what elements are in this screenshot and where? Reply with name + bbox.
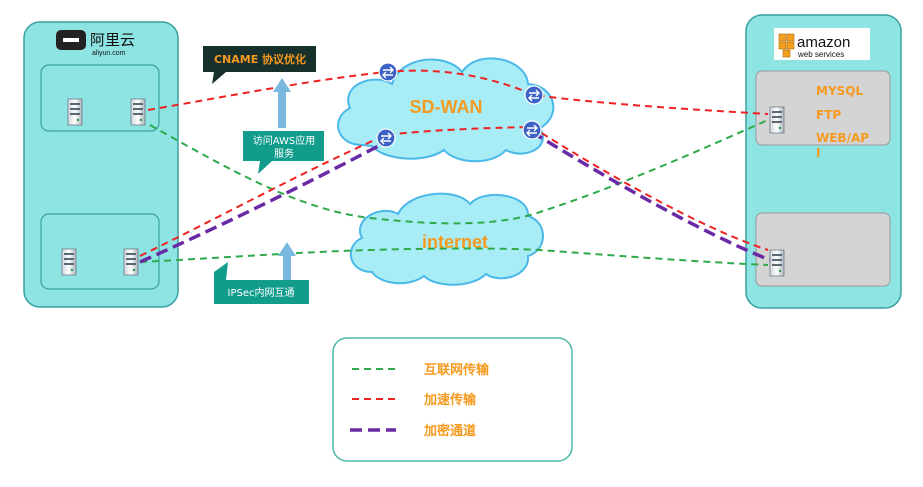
internet-transport-lines <box>139 119 769 266</box>
internet-cloud: internet <box>349 192 544 286</box>
callout-ipsec: IPSec内网互通 <box>214 262 309 304</box>
server-icon <box>769 106 785 134</box>
callout-ipsec-text: IPSec内网互通 <box>228 286 295 299</box>
aws-site: amazon web services MYSQL FTP WEB/AP I <box>745 14 902 309</box>
internet-label: internet <box>422 232 488 252</box>
aliyun-logo-text: 阿里云 <box>90 31 135 49</box>
server-icon <box>61 248 77 276</box>
router-icon <box>376 128 396 148</box>
callout-aws-access: 访问AWS应用 服务 <box>243 131 324 174</box>
service-ftp: FTP <box>816 108 841 122</box>
aliyun-logo-sub: aliyun.com <box>92 50 126 57</box>
callout-aws-line2: 服务 <box>274 147 294 160</box>
up-arrow-icon <box>278 242 296 283</box>
service-mysql: MYSQL <box>816 84 863 98</box>
aws-logo: amazon web services <box>774 28 870 60</box>
server-icon <box>67 98 83 126</box>
aws-logo-text: amazon <box>797 34 850 51</box>
aliyun-group-bottom <box>40 213 160 290</box>
server-icon <box>769 249 785 277</box>
aws-group-bottom <box>755 212 891 287</box>
purple-tunnel-right <box>531 130 771 262</box>
purple-tunnel-left <box>139 140 387 264</box>
router-icon <box>522 120 542 140</box>
aws-group-top <box>755 70 891 146</box>
service-web-api-cont: I <box>816 146 820 160</box>
up-arrow-icon <box>273 78 291 128</box>
encrypted-tunnel <box>139 130 771 264</box>
router-icon <box>524 85 544 105</box>
service-web-api: WEB/AP <box>816 131 869 145</box>
aws-logo-sub: web services <box>797 50 844 59</box>
red-line-bottom <box>139 125 769 257</box>
green-line-bottom <box>139 247 769 266</box>
legend-label-internet: 互联网传输 <box>424 362 490 378</box>
aliyun-site: 阿里云 aliyun.com <box>23 21 179 308</box>
sdwan-cloud: SD-WAN <box>337 57 555 163</box>
callout-cname-text: CNAME 协议优化 <box>214 52 306 66</box>
accelerated-transport-lines <box>139 69 769 257</box>
server-icon <box>130 98 146 126</box>
callout-cname: CNAME 协议优化 <box>203 46 316 84</box>
legend-label-accelerated: 加速传输 <box>423 392 477 408</box>
legend: 互联网传输 加速传输 加密通道 <box>332 337 573 462</box>
router-icon <box>378 62 398 82</box>
red-line-top <box>147 69 769 115</box>
sdwan-label: SD-WAN <box>410 97 483 117</box>
green-line-top <box>149 119 769 225</box>
aliyun-logo: 阿里云 aliyun.com <box>56 30 135 57</box>
legend-label-encrypted: 加密通道 <box>423 423 476 439</box>
arrow-icons <box>273 78 296 283</box>
callout-aws-line1: 访问AWS应用 <box>253 134 316 147</box>
server-icon <box>123 248 139 276</box>
